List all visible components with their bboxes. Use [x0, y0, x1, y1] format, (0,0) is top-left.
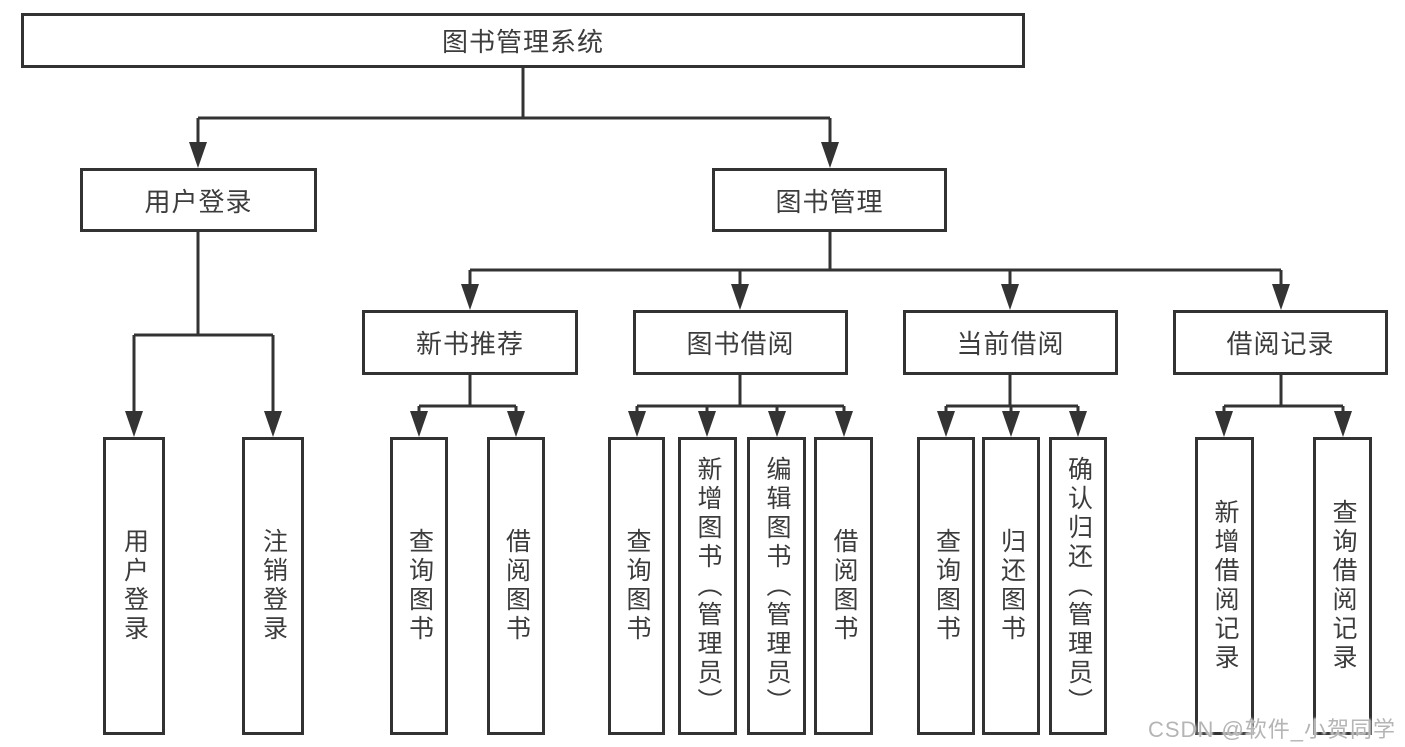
leaf-logout: 注销登录 [242, 437, 304, 735]
leaf-br-query-record: 查询借阅记录 [1313, 437, 1372, 735]
leaf-nb-borrow-book: 借阅图书 [487, 437, 545, 735]
leaf-logout-label: 注销登录 [259, 528, 288, 644]
node-current-borrow-label: 当前借阅 [956, 329, 1065, 359]
leaf-bb-add-book-admin-label: 新增图书（管理员） [694, 455, 722, 717]
leaf-cb-return-book-label: 归还图书 [997, 528, 1026, 644]
leaf-user-login-label: 用户登录 [120, 528, 149, 644]
leaf-cb-query-book-label: 查询图书 [932, 528, 961, 644]
watermark: CSDN @软件_小贺同学 [1148, 717, 1397, 742]
arrowhead-path [125, 142, 1352, 437]
node-book-management-branch-label: 图书管理 [775, 186, 884, 217]
node-book-management-branch: 图书管理 [712, 168, 947, 232]
leaf-bb-add-book-admin: 新增图书（管理员） [678, 437, 737, 735]
node-root: 图书管理系统 [21, 13, 1025, 68]
node-user-login-branch: 用户登录 [80, 168, 317, 232]
leaf-bb-query-book: 查询图书 [608, 437, 665, 735]
node-borrow-record-label: 借阅记录 [1226, 329, 1335, 359]
leaf-bb-borrow-book-label: 借阅图书 [830, 528, 858, 644]
leaf-br-add-record: 新增借阅记录 [1195, 437, 1254, 735]
node-new-book-recommend-label: 新书推荐 [415, 329, 524, 359]
leaf-nb-query-book-label: 查询图书 [405, 528, 434, 644]
node-root-label: 图书管理系统 [441, 27, 604, 57]
leaf-cb-confirm-return-admin-label: 确认归还（管理员） [1064, 455, 1093, 717]
connector-path [132, 68, 1345, 415]
leaf-nb-query-book: 查询图书 [390, 437, 448, 735]
leaf-br-add-record-label: 新增借阅记录 [1211, 499, 1239, 673]
leaf-bb-query-book-label: 查询图书 [623, 528, 651, 644]
node-new-book-recommend: 新书推荐 [362, 310, 578, 375]
node-user-login-branch-label: 用户登录 [144, 186, 253, 217]
node-borrow-record: 借阅记录 [1173, 310, 1388, 375]
leaf-bb-edit-book-admin: 编辑图书（管理员） [747, 437, 806, 735]
node-book-borrow: 图书借阅 [633, 310, 848, 375]
leaf-bb-edit-book-admin-label: 编辑图书（管理员） [763, 455, 791, 717]
leaf-cb-confirm-return-admin: 确认归还（管理员） [1049, 437, 1107, 735]
leaf-cb-return-book: 归还图书 [982, 437, 1040, 735]
leaf-user-login: 用户登录 [103, 437, 165, 735]
leaf-bb-borrow-book: 借阅图书 [814, 437, 873, 735]
leaf-cb-query-book: 查询图书 [917, 437, 975, 735]
leaf-nb-borrow-book-label: 借阅图书 [502, 528, 531, 644]
leaf-br-query-record-label: 查询借阅记录 [1329, 499, 1357, 673]
node-current-borrow: 当前借阅 [903, 310, 1118, 375]
node-book-borrow-label: 图书借阅 [686, 329, 795, 359]
